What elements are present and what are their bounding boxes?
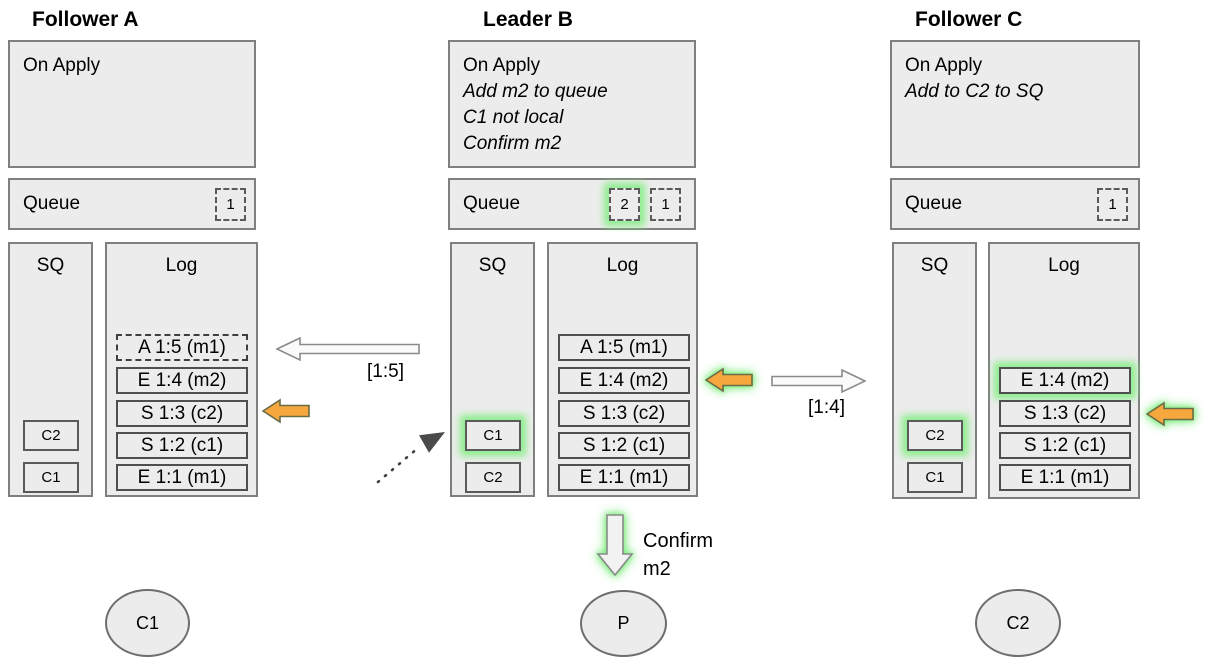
confirm-label-line1: Confirm [643, 530, 714, 552]
on-apply-line: Add m2 to queue [463, 81, 608, 102]
node-c-sq-box: SQ C2 C1 [892, 242, 977, 499]
apply-pointer-b-icon [705, 367, 753, 393]
node-b-sq-box: SQ C1 C2 [450, 242, 535, 497]
node-c-queue-box: Queue 1 [890, 178, 1140, 230]
node-a-on-apply-box: On Apply [8, 40, 256, 168]
sq-label: SQ [920, 255, 949, 276]
log-entry: S 1:2 (c1) [116, 432, 248, 459]
queue-item: 1 [650, 188, 681, 221]
log-entry: E 1:4 (m2) [116, 367, 248, 394]
node-a-queue-box: Queue 1 [8, 178, 256, 230]
on-apply-heading: On Apply [463, 55, 541, 76]
client-c1-ellipse: C1 [105, 589, 190, 657]
sq-label: SQ [36, 255, 65, 276]
on-apply-line: C1 not local [463, 107, 564, 128]
node-a-log-box: Log A 1:5 (m1) E 1:4 (m2) S 1:3 (c2) S 1… [105, 242, 258, 497]
proposer-p-ellipse: P [580, 590, 667, 657]
log-entry: S 1:3 (c2) [558, 400, 690, 427]
log-entry: S 1:2 (c1) [999, 432, 1131, 459]
queue-item: 1 [1097, 188, 1128, 221]
log-entry: A 1:5 (m1) [116, 334, 248, 361]
node-b-on-apply-box: On Apply Add m2 to queue C1 not local Co… [448, 40, 696, 168]
log-label: Log [1048, 255, 1080, 276]
log-entry: E 1:1 (m1) [999, 464, 1131, 491]
queue-item: 1 [215, 188, 246, 221]
log-entry: E 1:1 (m1) [558, 464, 690, 491]
client-c2-ellipse: C2 [975, 589, 1061, 657]
confirm-label: Confirm m2 [643, 527, 713, 583]
dotted-arrow-icon [376, 432, 445, 484]
on-apply-heading: On Apply [905, 55, 983, 76]
node-c-title: Follower C [915, 8, 1023, 31]
sq-item: C2 [465, 462, 521, 493]
sq-item: C2 [23, 420, 79, 451]
log-entry-highlighted: E 1:4 (m2) [999, 367, 1131, 394]
queue-label: Queue [463, 193, 521, 214]
on-apply-line: Add to C2 to SQ [905, 81, 1044, 102]
node-b-log-box: Log A 1:5 (m1) E 1:4 (m2) S 1:3 (c2) S 1… [547, 242, 698, 497]
sq-label: SQ [478, 255, 507, 276]
sq-item: C1 [907, 462, 963, 493]
sq-item-highlighted: C2 [907, 420, 963, 451]
apply-pointer-c-icon [1146, 401, 1194, 427]
log-label: Log [606, 255, 639, 276]
on-apply-heading: On Apply [23, 55, 101, 76]
log-entry: S 1:3 (c2) [999, 400, 1131, 427]
log-entry: S 1:3 (c2) [116, 400, 248, 427]
node-b-title: Leader B [483, 8, 573, 31]
on-apply-line: Confirm m2 [463, 133, 562, 154]
client-c1-label: C1 [135, 612, 159, 633]
log-entry: S 1:2 (c1) [558, 432, 690, 459]
confirm-arrow-icon [596, 514, 634, 576]
node-a-title: Follower A [32, 8, 139, 31]
node-b-queue-box: Queue 2 1 [448, 178, 696, 230]
queue-item-highlighted: 2 [609, 188, 640, 221]
log-entry: E 1:1 (m1) [116, 464, 248, 491]
sq-item: C1 [23, 462, 79, 493]
replicate-range-label-c: [1:4] [808, 397, 845, 418]
replicate-arrow-left-icon [276, 336, 420, 362]
sq-item-highlighted: C1 [465, 420, 521, 451]
replicate-range-label-a: [1:5] [367, 361, 404, 382]
log-entry: E 1:4 (m2) [558, 367, 690, 394]
apply-pointer-a-icon [262, 398, 310, 424]
replicate-arrow-right-icon [771, 368, 866, 394]
queue-label: Queue [905, 193, 963, 214]
node-c-log-box: Log E 1:4 (m2) S 1:3 (c2) S 1:2 (c1) E 1… [988, 242, 1140, 499]
queue-label: Queue [23, 193, 81, 214]
node-c-on-apply-box: On Apply Add to C2 to SQ [890, 40, 1140, 168]
client-c2-label: C2 [1006, 612, 1030, 633]
proposer-p-label: P [617, 613, 630, 633]
log-label: Log [165, 255, 198, 276]
confirm-label-line2: m2 [643, 558, 671, 580]
node-a-sq-box: SQ C2 C1 [8, 242, 93, 497]
log-entry: A 1:5 (m1) [558, 334, 690, 361]
